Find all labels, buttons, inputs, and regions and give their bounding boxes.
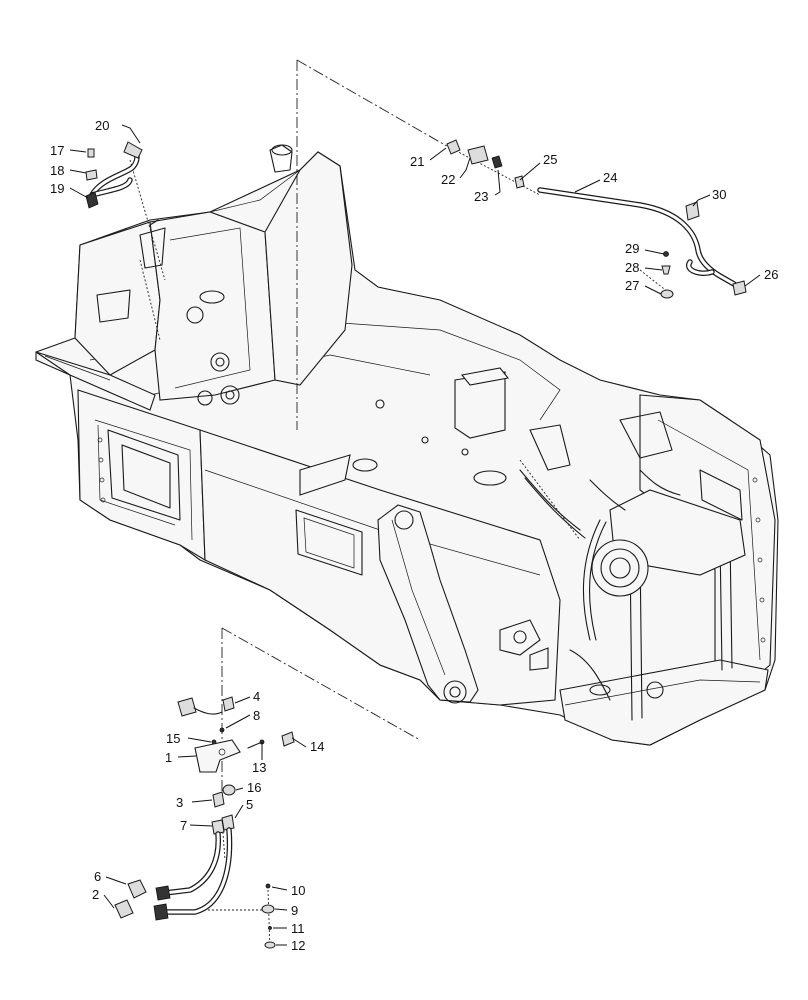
upper-left-parts: [85, 141, 143, 209]
callout-5: 5: [246, 797, 253, 812]
callout-26: 26: [764, 267, 778, 282]
callout-22: 22: [441, 172, 455, 187]
callout-21: 21: [410, 154, 424, 169]
callout-3: 3: [176, 795, 183, 810]
callout-19: 19: [50, 181, 64, 196]
callout-18: 18: [50, 163, 64, 178]
callout-23: 23: [474, 189, 488, 204]
callout-28: 28: [625, 260, 639, 275]
callout-7: 7: [180, 818, 187, 833]
callout-27: 27: [625, 278, 639, 293]
callout-12: 12: [291, 938, 305, 953]
callout-2: 2: [92, 887, 99, 902]
callout-15: 15: [166, 731, 180, 746]
callout-labels: 20 17 18 19 21 22 23 25 24 30 29 28 27 2…: [50, 118, 778, 953]
callout-16: 16: [247, 780, 261, 795]
callout-20: 20: [95, 118, 109, 133]
callout-8: 8: [253, 708, 260, 723]
lower-left-parts: [114, 696, 295, 949]
callout-10: 10: [291, 883, 305, 898]
upper-right-parts: [446, 139, 747, 299]
rear-pivot-assembly: [519, 411, 681, 701]
lift-arm: [377, 504, 549, 704]
callout-6: 6: [94, 869, 101, 884]
front-tank-assembly: [35, 144, 353, 411]
callout-29: 29: [625, 241, 639, 256]
callout-14: 14: [310, 739, 324, 754]
leader-lines: [69, 124, 761, 946]
callout-13: 13: [252, 760, 266, 775]
callout-11: 11: [291, 921, 305, 936]
callout-1: 1: [165, 750, 172, 765]
callout-9: 9: [291, 903, 298, 918]
callout-4: 4: [253, 689, 260, 704]
callout-17: 17: [50, 143, 64, 158]
callout-25: 25: [543, 152, 557, 167]
callout-30: 30: [712, 187, 726, 202]
callout-24: 24: [603, 170, 617, 185]
